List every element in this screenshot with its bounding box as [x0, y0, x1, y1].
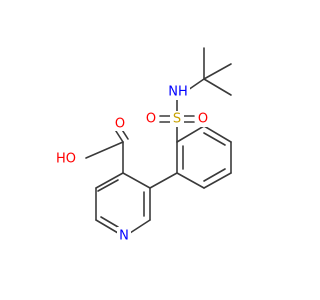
- molecule-diagram: HO O N S O O NH: [55, 47, 232, 244]
- amine-nh-label: NH: [168, 85, 188, 100]
- bond-n-cq: [187, 78, 205, 91]
- sulfonyl-oxygen-left-label: O: [146, 112, 156, 127]
- benzene-ring: [149, 125, 232, 189]
- bond-b3-b4: [203, 125, 232, 143]
- bond-c4-c3-inner: [97, 179, 119, 192]
- bond-c4-c3: [95, 172, 124, 189]
- bond-cq-ch3-right: [203, 63, 232, 80]
- sulfur-label: S: [173, 112, 181, 127]
- pyridine-nitrogen-label: N: [119, 229, 129, 244]
- sulfonyl-oxygen-right-label: O: [198, 112, 208, 127]
- tert-butyl-group: [187, 47, 232, 96]
- bond-b2-b3: [176, 125, 205, 143]
- pyridine-ring: [95, 172, 151, 234]
- sulfonamide-group: [159, 97, 195, 143]
- hydroxyl-label: HO: [56, 152, 76, 167]
- bond-b5-b6: [203, 172, 232, 189]
- bond-c-oh: [85, 141, 124, 159]
- bond-c2-n-inner: [100, 216, 119, 228]
- bond-py-ph: [149, 172, 178, 189]
- bond-c2-n: [95, 219, 119, 234]
- carboxylic-acid-group: [85, 124, 129, 174]
- bond-cq-ch3-down: [203, 78, 232, 96]
- carbonyl-oxygen-label: O: [115, 117, 125, 132]
- bond-b6-b1: [176, 172, 205, 189]
- bond-b5-b6-inner: [203, 168, 226, 182]
- bond-n-c6: [129, 219, 151, 234]
- bond-b3-b4-inner: [203, 132, 226, 146]
- bond-c5-c4: [122, 172, 151, 189]
